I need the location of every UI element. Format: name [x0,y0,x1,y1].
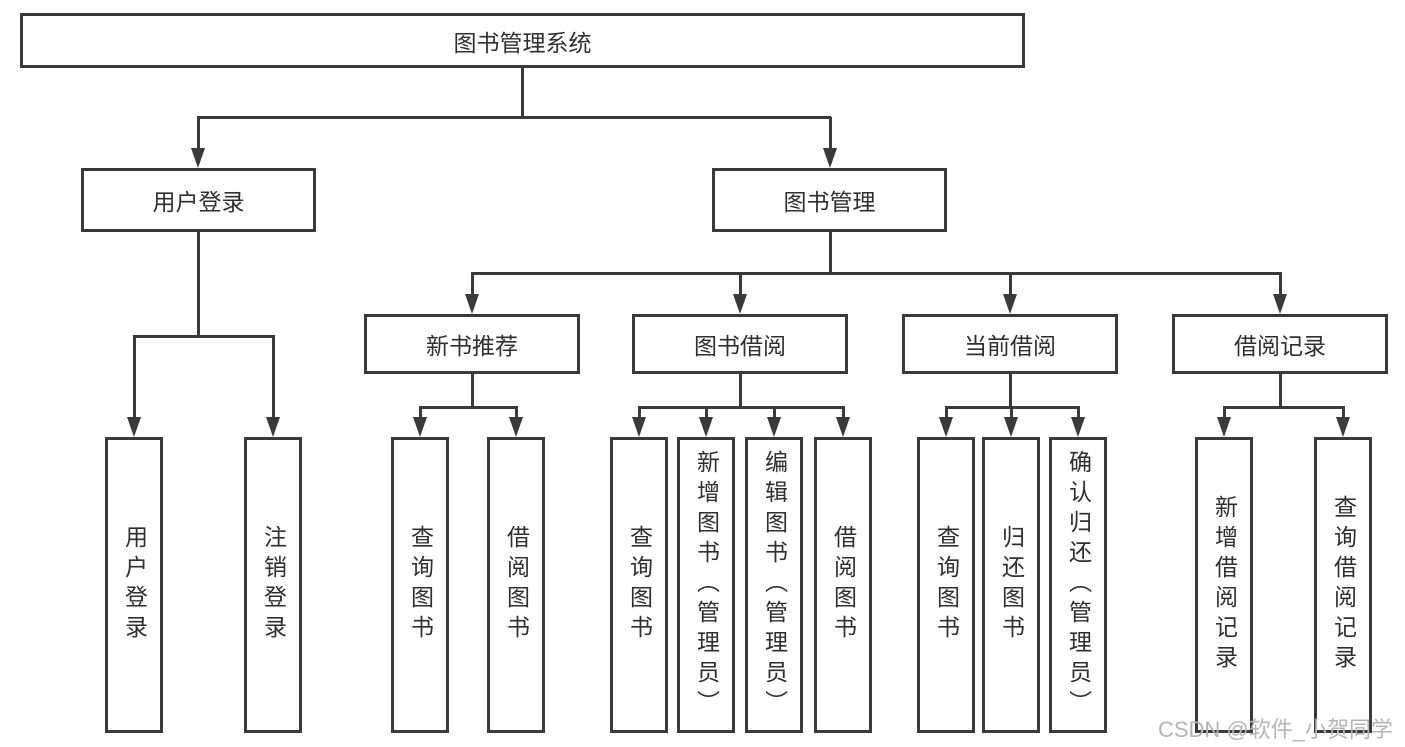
connector-line [828,117,832,150]
connector-line [1222,406,1344,409]
node-book-borrowing: 图书借阅 [632,314,848,374]
node-label: 查询图书 [933,525,960,645]
connector-line [738,272,742,296]
connector-line [1278,272,1282,296]
arrowhead-icon [1003,294,1017,314]
arrowhead-icon [127,417,141,437]
node-label: 借阅图书 [830,525,857,645]
connector-line [1076,406,1080,419]
leaf-search-borrow-record: 查询借阅记录 [1314,437,1372,733]
leaf-user-login: 用户登录 [105,437,163,733]
node-user-login: 用户登录 [81,168,316,232]
connector-line [132,335,274,338]
connector-line [1008,272,1012,296]
connector-line [418,406,517,409]
node-label: 查询借阅记录 [1330,495,1357,675]
node-label: 查询图书 [626,525,653,645]
node-library-management-system: 图书管理系统 [20,13,1025,68]
connector-line [196,232,200,336]
csdn-watermark: CSDN @软件_小贺同学 [1157,717,1393,742]
node-label: 图书管理系统 [453,29,592,56]
connector-line [520,68,524,118]
connector-line [1009,406,1013,419]
arrowhead-icon [632,417,646,437]
node-label: 借阅图书 [503,525,530,645]
arrowhead-icon [1217,417,1231,437]
connector-line [637,406,844,409]
node-book-management: 图书管理 [712,168,947,232]
arrowhead-icon [1273,294,1287,314]
node-new-book-recommendation: 新书推荐 [364,314,580,374]
leaf-borrow-books-recommend: 借阅图书 [487,437,545,733]
node-label: 归还图书 [998,525,1025,645]
connector-line [637,406,641,419]
connector-line [1278,374,1282,407]
connector-line [514,406,518,419]
arrowhead-icon [1336,417,1350,437]
leaf-add-books-admin: 新增图书（管理员） [677,437,735,733]
node-label: 图书借阅 [694,333,786,359]
leaf-logout: 注销登录 [244,437,302,733]
arrowhead-icon [1071,417,1085,437]
connector-line [738,374,742,407]
node-label: 图书管理 [783,189,876,215]
arrowhead-icon [413,417,427,437]
connector-line [944,406,948,419]
arrowhead-icon [767,417,781,437]
connector-line [196,116,831,119]
arrowhead-icon [836,417,850,437]
arrowhead-icon [191,148,205,168]
connector-line [828,232,832,273]
connector-line [470,272,1281,275]
leaf-search-books-borrowing: 查询图书 [610,437,668,733]
leaf-search-books-current: 查询图书 [917,437,975,733]
node-label: 用户登录 [121,525,148,645]
arrowhead-icon [823,148,837,168]
node-label: 新书推荐 [426,333,518,359]
node-label: 借阅记录 [1234,333,1326,359]
connector-line [271,335,275,419]
arrowhead-icon [509,417,523,437]
node-label: 新增借阅记录 [1211,495,1238,675]
leaf-borrow-books: 借阅图书 [814,437,872,733]
leaf-return-books: 归还图书 [982,437,1040,733]
connector-line [196,117,200,150]
arrowhead-icon [699,417,713,437]
leaf-search-books-recommend: 查询图书 [391,437,449,733]
node-label: 当前借阅 [964,333,1056,359]
connector-line [470,272,474,296]
connector-line [944,406,1079,409]
arrowhead-icon [266,417,280,437]
connector-line [1008,374,1012,407]
arrowhead-icon [465,294,479,314]
node-label: 查询图书 [407,525,434,645]
connector-line [704,406,708,419]
leaf-confirm-return-admin: 确认归还（管理员） [1049,437,1107,733]
connector-line [772,406,776,419]
node-label: 新增图书（管理员） [693,450,720,720]
leaf-edit-books-admin: 编辑图书（管理员） [745,437,803,733]
connector-line [132,335,136,419]
connector-line [841,406,845,419]
node-borrowing-records: 借阅记录 [1172,314,1388,374]
connector-line [470,374,474,407]
connector-line [418,406,422,419]
arrowhead-icon [939,417,953,437]
node-label: 用户登录 [152,189,245,215]
node-label: 确认归还（管理员） [1065,450,1092,720]
node-label: 注销登录 [260,525,287,645]
connector-line [1222,406,1226,419]
arrowhead-icon [1004,417,1018,437]
connector-line [1341,406,1345,419]
node-current-borrowing: 当前借阅 [902,314,1118,374]
leaf-add-borrow-record: 新增借阅记录 [1195,437,1253,733]
arrowhead-icon [733,294,747,314]
node-label: 编辑图书（管理员） [761,450,788,720]
